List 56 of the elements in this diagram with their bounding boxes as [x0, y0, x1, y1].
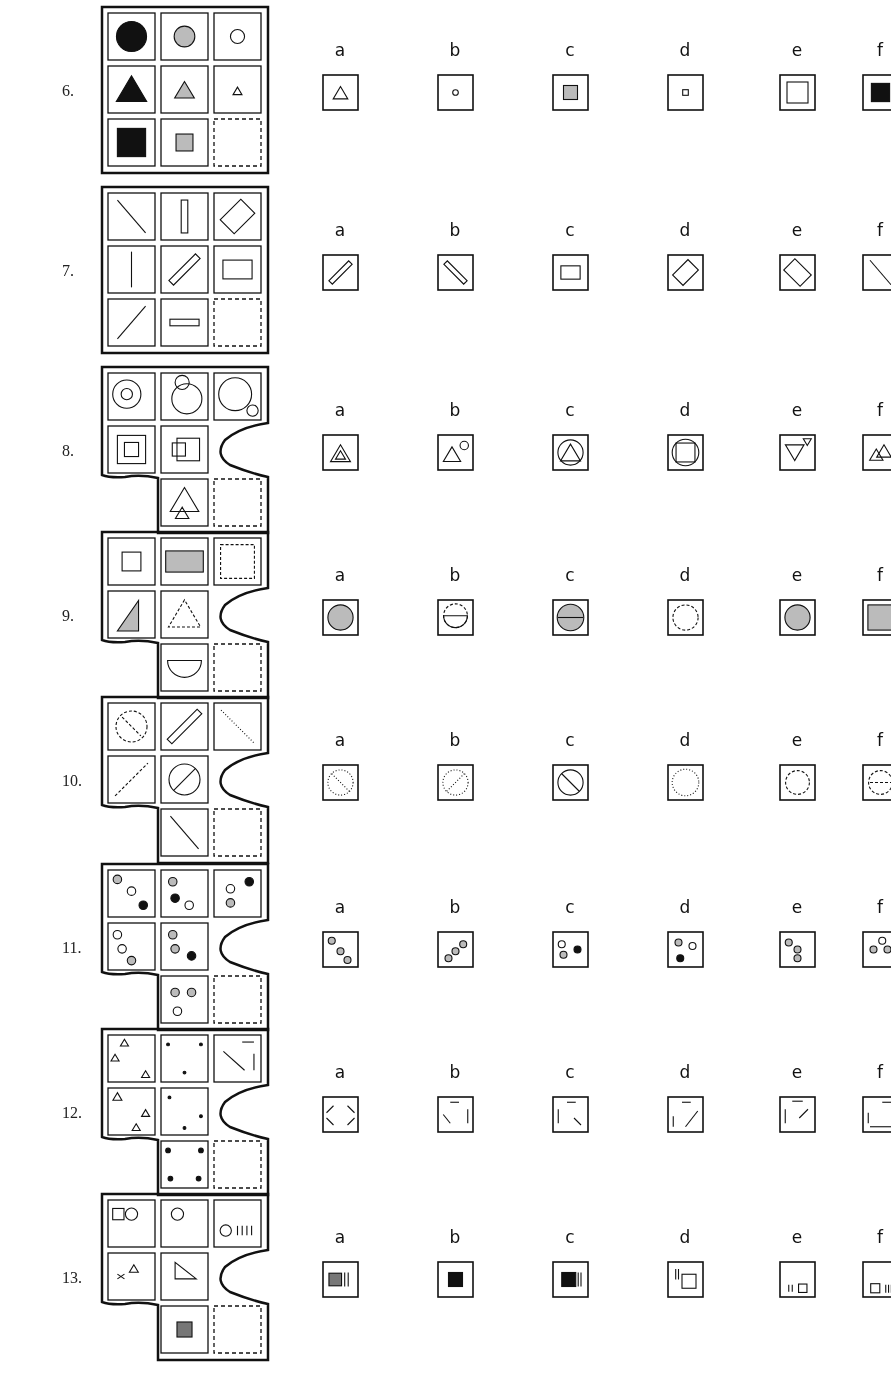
option-letter: c [564, 220, 576, 240]
option-letter: e [790, 1062, 804, 1082]
option-letter: f [876, 1062, 885, 1082]
option-letter: a [333, 565, 347, 585]
option-letter: e [790, 220, 804, 240]
option-letter: e [790, 1227, 804, 1247]
option-letter: c [564, 40, 576, 60]
row-number: 10. [62, 772, 82, 790]
option-letter: b [448, 1062, 462, 1082]
option-letter: b [448, 400, 462, 420]
row-number: 9. [62, 607, 74, 625]
option-letter: e [790, 400, 804, 420]
option-letter: c [564, 565, 576, 585]
option-letter: c [564, 400, 576, 420]
option-letter: f [876, 897, 885, 917]
option-letter: a [333, 1062, 347, 1082]
option-letter: e [790, 565, 804, 585]
option-letter: d [678, 40, 692, 60]
option-letter: b [448, 1227, 462, 1247]
option-letter: a [333, 730, 347, 750]
option-letter: f [876, 1227, 885, 1247]
option-letter: b [448, 220, 462, 240]
option-letter: c [564, 1062, 576, 1082]
option-letter: e [790, 897, 804, 917]
option-letter: f [876, 220, 885, 240]
option-letter: b [448, 730, 462, 750]
option-letter: d [678, 730, 692, 750]
row-number: 13. [62, 1269, 82, 1287]
option-letter: f [876, 40, 885, 60]
option-letter: f [876, 565, 885, 585]
row-number: 6. [62, 82, 74, 100]
row-number: 8. [62, 442, 74, 460]
option-letter: d [678, 565, 692, 585]
option-letter: b [448, 565, 462, 585]
option-letter: d [678, 1227, 692, 1247]
option-letter: d [678, 400, 692, 420]
option-letter: d [678, 1062, 692, 1082]
option-letter: c [564, 897, 576, 917]
option-letter: a [333, 897, 347, 917]
option-letter: b [448, 40, 462, 60]
option-letter: a [333, 40, 347, 60]
option-letter: f [876, 730, 885, 750]
option-letter: a [333, 400, 347, 420]
option-letter: f [876, 400, 885, 420]
row-number: 7. [62, 262, 74, 280]
option-letter: e [790, 730, 804, 750]
option-letter: d [678, 897, 692, 917]
option-letter: c [564, 1227, 576, 1247]
option-letter: e [790, 40, 804, 60]
row-number: 12. [62, 1104, 82, 1122]
row-number: 11. [62, 939, 82, 957]
option-letter: a [333, 1227, 347, 1247]
option-letter: c [564, 730, 576, 750]
option-letter: b [448, 897, 462, 917]
option-letter: d [678, 220, 692, 240]
option-letter: a [333, 220, 347, 240]
